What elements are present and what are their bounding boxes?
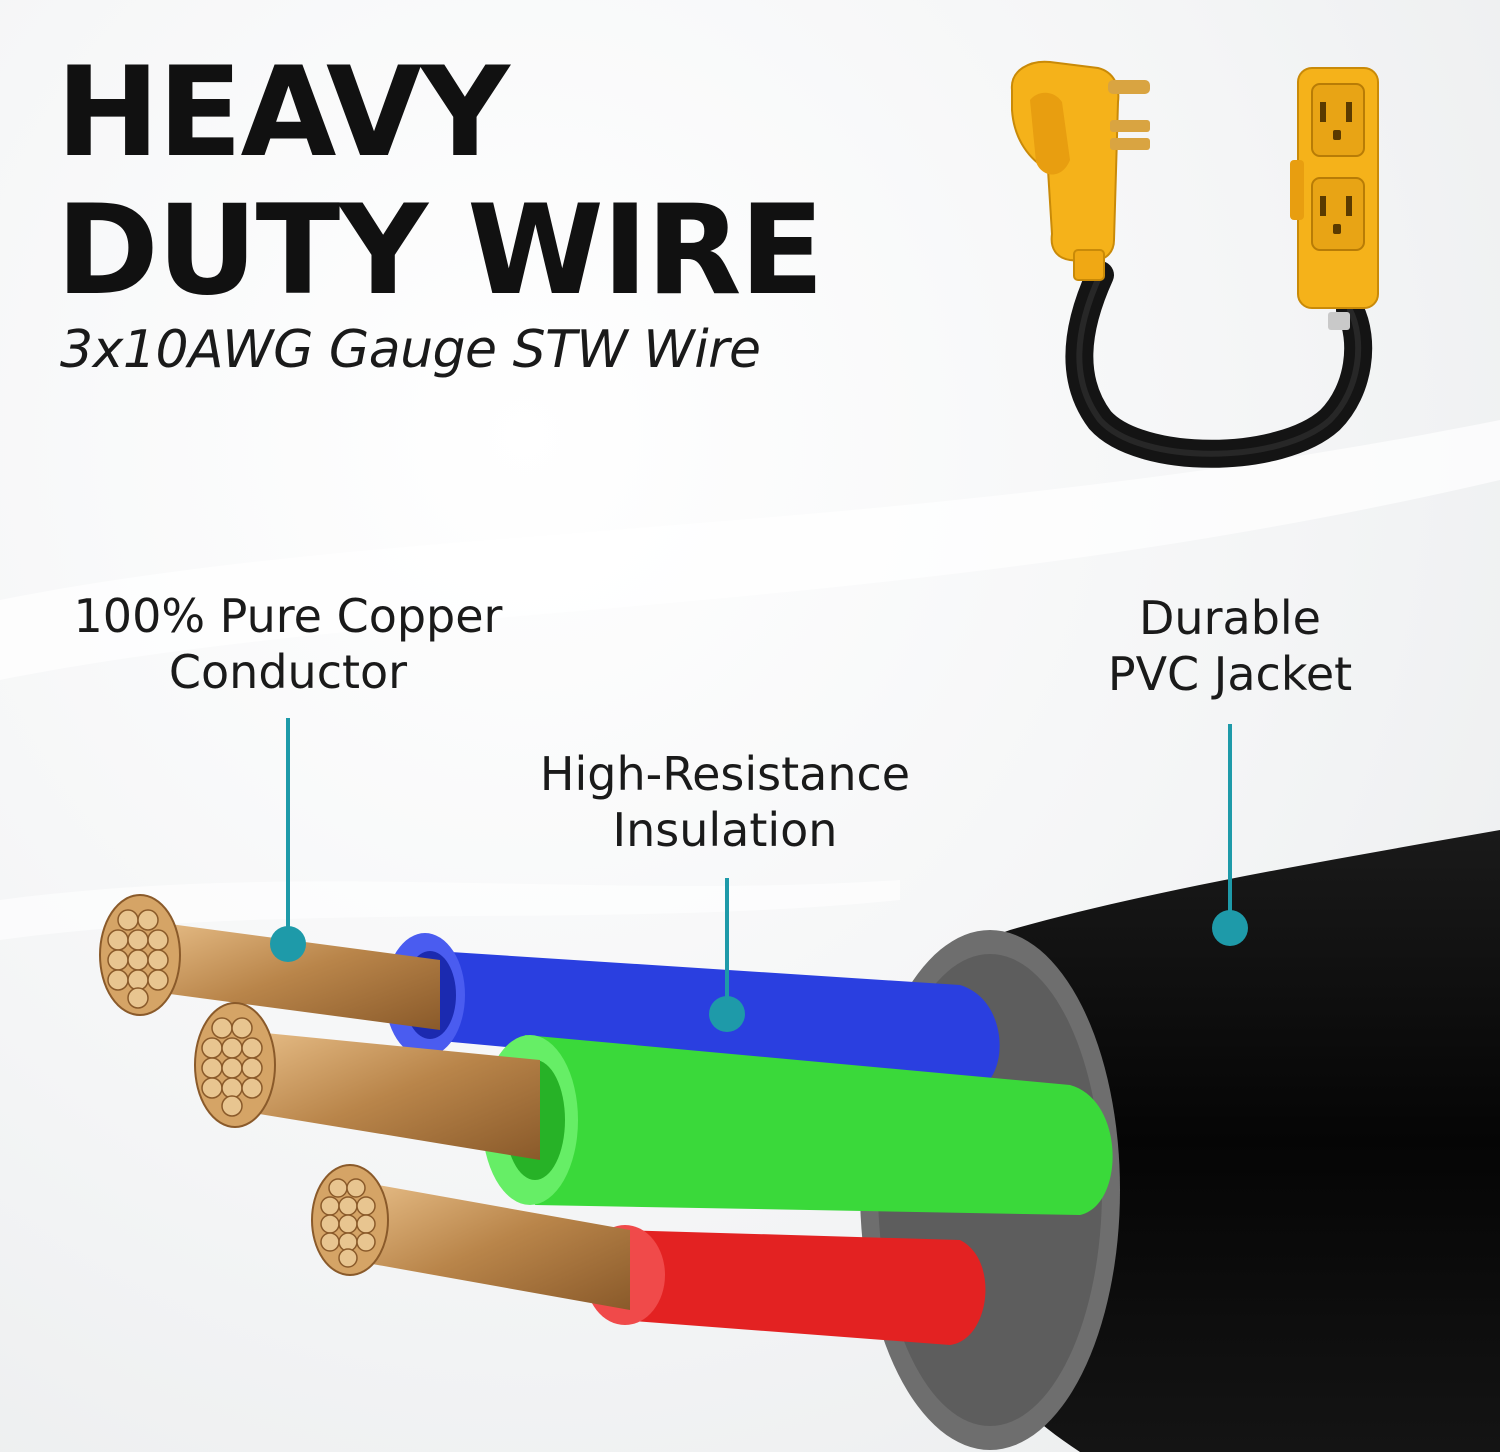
callout-insulation-label: High-Resistance Insulation <box>520 746 930 858</box>
callout-jacket-leader-line <box>1228 724 1232 914</box>
adapter-cord-image <box>1010 60 1379 468</box>
callout-insulation-line-2: Insulation <box>612 803 838 857</box>
callout-copper-line-2: Conductor <box>168 645 408 699</box>
callout-insulation-marker-dot <box>709 996 745 1032</box>
callout-jacket-label: Durable PVC Jacket <box>1070 590 1390 702</box>
subtitle: 3x10AWG Gauge STW Wire <box>60 320 761 380</box>
callout-copper-line-1: 100% Pure Copper <box>73 589 503 643</box>
callout-copper-marker-dot <box>270 926 306 962</box>
headline-line-2: DUTY WIRE <box>56 179 824 323</box>
headline: HEAVY DUTY WIRE <box>56 41 824 323</box>
callout-jacket-marker-dot <box>1212 910 1248 946</box>
callout-insulation-leader-line <box>725 878 729 1008</box>
headline-line-1: HEAVY <box>56 41 510 185</box>
callout-insulation-line-1: High-Resistance <box>539 747 911 801</box>
callout-copper-leader-line <box>286 718 290 940</box>
callout-jacket-line-1: Durable <box>1139 591 1321 645</box>
callout-jacket-line-2: PVC Jacket <box>1107 647 1353 701</box>
callout-copper-label: 100% Pure Copper Conductor <box>58 588 518 700</box>
